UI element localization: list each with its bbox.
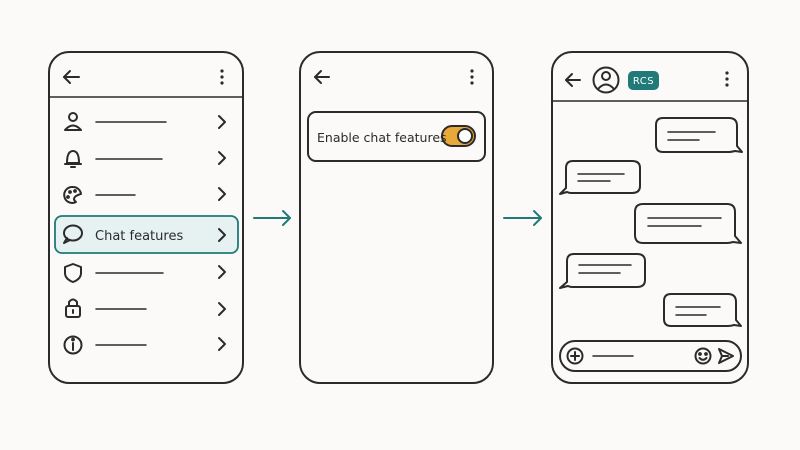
phone-settings — [48, 51, 244, 384]
rcs-badge — [628, 71, 659, 90]
phone-frame — [551, 51, 749, 384]
composer-field[interactable] — [559, 340, 742, 372]
message-bubble-outgoing-1 — [655, 117, 743, 153]
overflow-menu-icon[interactable] — [470, 69, 474, 85]
phone-frame — [299, 51, 494, 384]
setting-card — [307, 111, 486, 162]
add-icon[interactable] — [566, 347, 584, 365]
phone-chat-features — [299, 51, 494, 384]
chevron-right-icon — [218, 187, 226, 201]
person-icon — [64, 112, 82, 131]
message-composer[interactable] — [559, 340, 742, 372]
settings-item-2[interactable] — [64, 150, 226, 168]
back-arrow-icon[interactable] — [565, 73, 581, 87]
message-bubble-outgoing-2 — [634, 203, 742, 244]
lock-icon — [65, 298, 81, 318]
message-bubble-incoming-1 — [559, 160, 641, 195]
avatar — [592, 66, 620, 94]
chevron-right-icon — [218, 302, 226, 316]
overflow-menu-icon[interactable] — [725, 71, 729, 87]
enable-chat-toggle[interactable] — [441, 125, 476, 147]
chevron-right-icon — [218, 265, 226, 279]
highlight-box — [54, 215, 239, 254]
settings-item-chat-features[interactable] — [54, 215, 239, 254]
chevron-right-icon — [218, 337, 226, 351]
bell-icon — [64, 150, 82, 168]
settings-item-5[interactable] — [64, 263, 226, 283]
phone-conversation — [551, 51, 749, 384]
chevron-right-icon — [218, 115, 226, 129]
phone-frame — [48, 51, 244, 384]
chevron-right-icon — [218, 151, 226, 165]
flow-arrow-2 — [503, 210, 542, 226]
chat-bubble-icon — [63, 224, 83, 244]
info-icon — [63, 335, 83, 355]
message-bubble-outgoing-3 — [663, 293, 742, 327]
rcs-badge-label: RCS — [633, 76, 654, 87]
settings-item-1[interactable] — [64, 112, 226, 131]
shield-icon — [64, 263, 82, 283]
settings-item-3[interactable] — [63, 185, 226, 204]
overflow-menu-icon[interactable] — [220, 69, 224, 85]
send-icon[interactable] — [718, 348, 734, 364]
palette-icon — [63, 185, 82, 204]
chevron-right-icon — [218, 228, 226, 242]
toggle-knob — [457, 128, 473, 144]
flow-arrow-1 — [253, 210, 291, 226]
message-bubble-incoming-2 — [559, 253, 646, 289]
back-arrow-icon[interactable] — [63, 70, 80, 84]
settings-item-7[interactable] — [63, 335, 226, 355]
settings-item-6[interactable] — [65, 298, 226, 318]
enable-chat-features-label: Enable chat features — [317, 130, 447, 145]
emoji-icon[interactable] — [694, 347, 712, 365]
back-arrow-icon[interactable] — [314, 70, 330, 84]
chat-features-label: Chat features — [95, 229, 183, 244]
